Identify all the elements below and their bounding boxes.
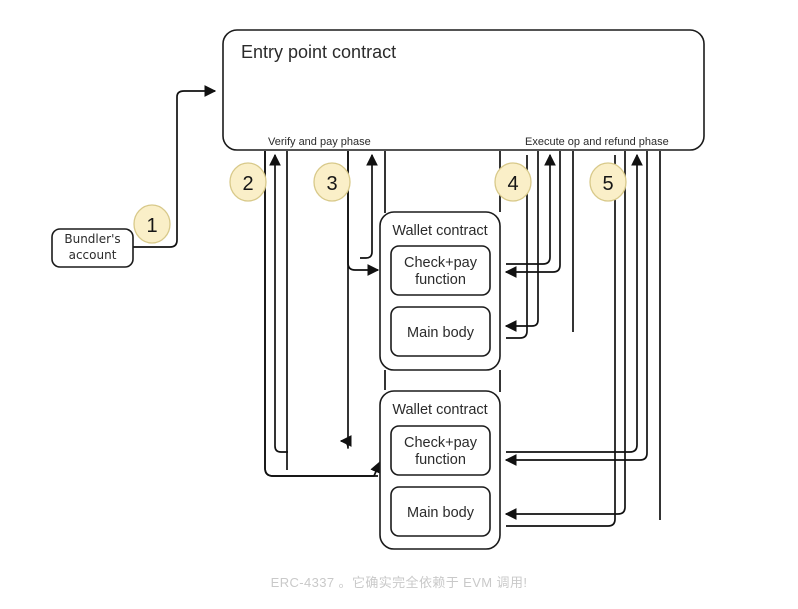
step-badge-3: 3 <box>313 162 351 202</box>
bundlers-account-node: Bundler's account <box>51 228 134 268</box>
step-badge-2-number: 2 <box>242 173 253 195</box>
verify-phase-label: Verify and pay phase <box>268 136 371 148</box>
connector-4-entry-to-wallet1-main <box>504 151 539 332</box>
wallet-2-main-body-box <box>390 486 491 537</box>
wallet-2-check-pay-box <box>390 425 491 476</box>
step-badge-1: 1 <box>133 204 171 244</box>
connector-2-entry-to-wallet2-check <box>264 151 382 477</box>
wallet-2-check-pay-line1: Check+pay <box>404 435 478 451</box>
connector-2b-entry-to-wallet2-check <box>339 151 352 449</box>
caption-text: ERC-4337 。它确实完全依赖于 EVM 调用! <box>270 575 528 590</box>
bundler-label-line1: Bundler's <box>64 232 120 246</box>
connector-4-main-return <box>506 155 528 339</box>
step-badge-5-number: 5 <box>602 173 613 195</box>
connector-5-main-return <box>506 155 616 527</box>
wallet-1-check-pay-line2: function <box>415 272 466 288</box>
connector-4-entry-to-wallet1-check <box>504 151 561 278</box>
connector-1-bundler-to-entry <box>133 85 217 248</box>
wallet-2-title: Wallet contract <box>392 402 487 418</box>
step-badge-5: 5 <box>589 162 627 202</box>
step-badge-1-number: 1 <box>146 215 157 237</box>
step-badge-4: 4 <box>494 162 532 202</box>
wallet-1-check-pay-line1: Check+pay <box>404 255 478 271</box>
execute-phase-label: Execute op and refund phase <box>525 136 669 148</box>
entry-point-title: Entry point contract <box>241 42 396 62</box>
connector-3-entry-to-wallet1-check <box>347 151 380 276</box>
wallet-2-check-pay-line2: function <box>415 452 466 468</box>
step-badge-4-number: 4 <box>507 173 518 195</box>
wallet-1-title: Wallet contract <box>392 223 487 239</box>
connector-5-entry-to-wallet2-main <box>504 151 626 520</box>
connector-5-return <box>506 153 643 453</box>
entry-point-contract-node: Entry point contract Verify and pay phas… <box>222 29 705 151</box>
connector-3-return <box>360 153 378 259</box>
step-badge-2: 2 <box>229 162 267 202</box>
connector-2-return <box>269 153 288 453</box>
bundler-label-line2: account <box>69 248 117 262</box>
wallet-1-main-body-box <box>390 306 491 357</box>
connector-5-entry-to-wallet2-check <box>504 151 648 466</box>
connector-4-return <box>506 153 556 265</box>
wallet-1-main-body-label: Main body <box>407 325 475 341</box>
wallet-contract-1-node: Wallet contract Check+pay function Main … <box>379 211 501 371</box>
wallet-2-main-body-label: Main body <box>407 505 475 521</box>
wallet-contract-2-node: Wallet contract Check+pay function Main … <box>379 390 501 550</box>
step-badge-3-number: 3 <box>326 173 337 195</box>
wallet-1-check-pay-box <box>390 245 491 296</box>
